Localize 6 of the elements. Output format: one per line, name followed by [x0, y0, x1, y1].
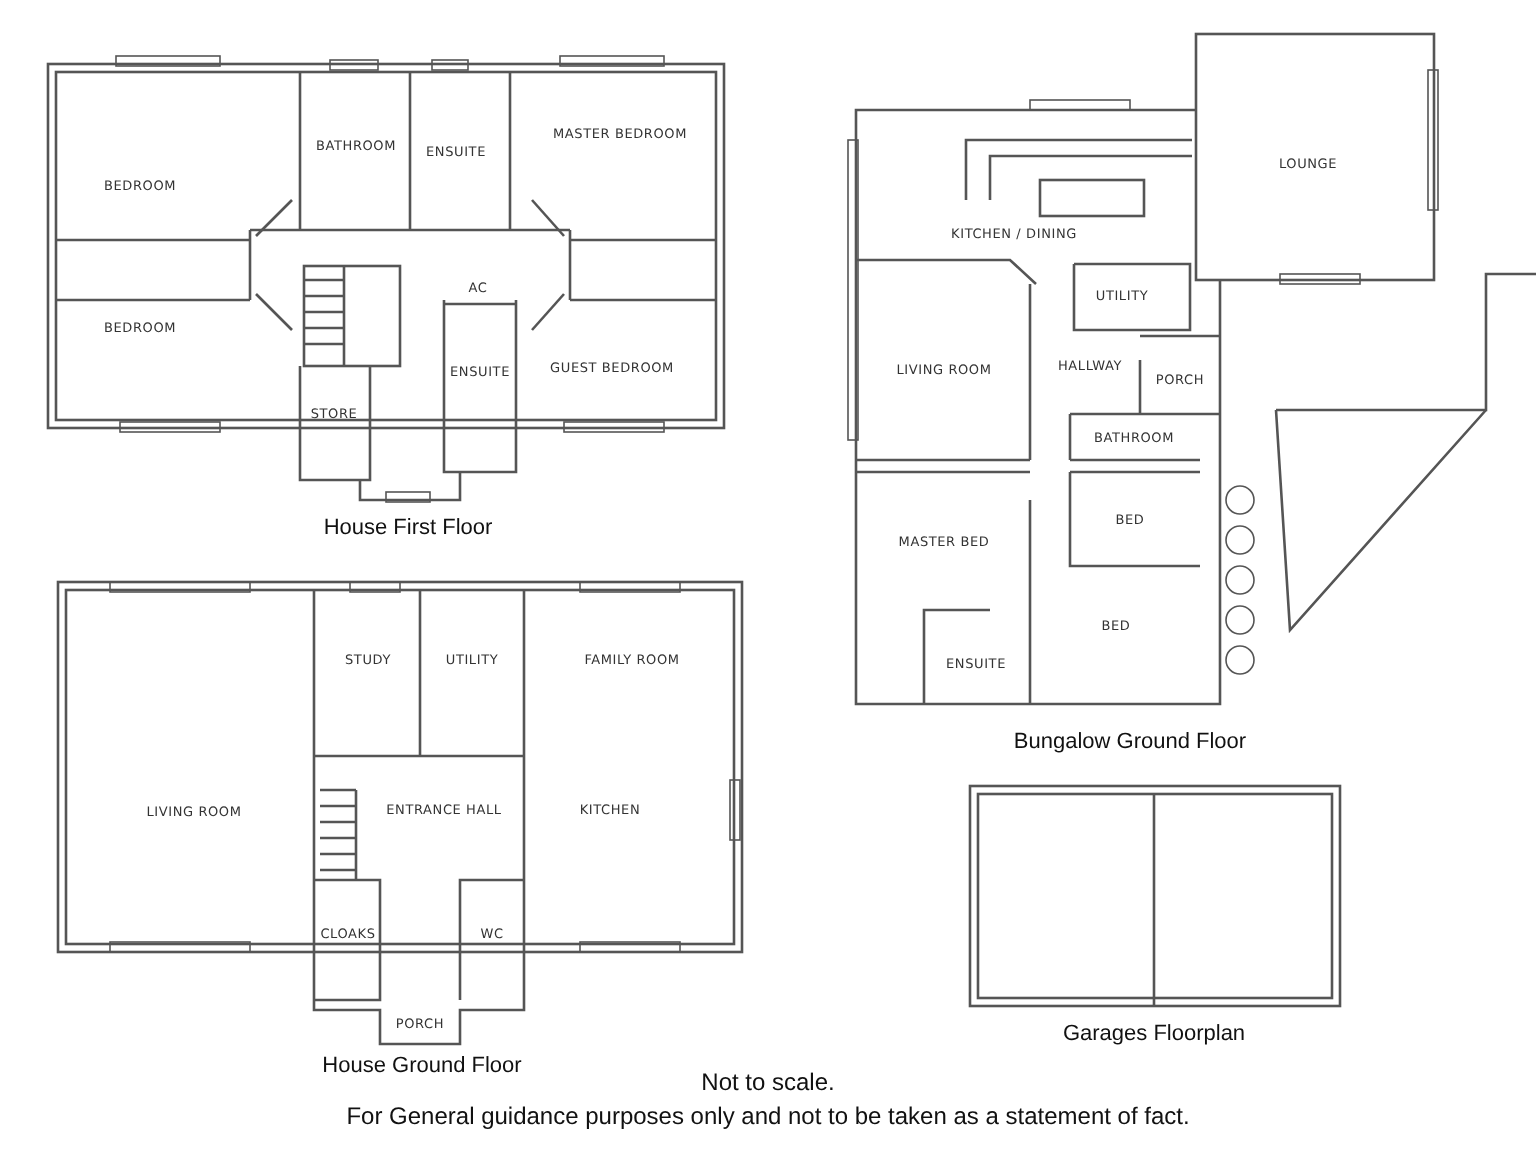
note-text: For General guidance purposes only and not to be taken as a statement of fact. [346, 1102, 1190, 1130]
plan-title: Bungalow Ground Floor [1013, 730, 1247, 754]
plan-title: House Ground Floor [322, 1054, 522, 1078]
plan-title: Garages Floorplan [1062, 1022, 1246, 1046]
plan-title: House First Floor [323, 516, 493, 540]
note-text: Not to scale. [701, 1068, 835, 1096]
